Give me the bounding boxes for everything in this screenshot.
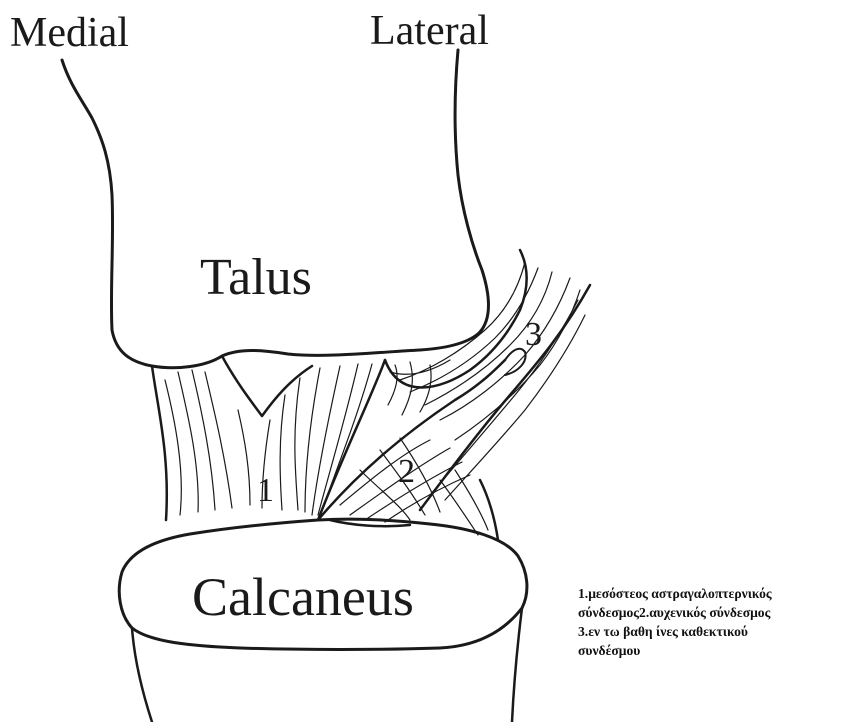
marker-1: 1 (257, 474, 274, 508)
legend: 1.μεσόστεος αστραγαλοπτερνικός σύνδεσμος… (578, 584, 862, 660)
marker-2: 2 (398, 455, 415, 489)
legend-line: 3.εν τω βαθη ίνες καθεκτικού (578, 622, 862, 641)
lateral-label: Lateral (370, 10, 489, 52)
calcaneus-lower-right (512, 608, 522, 722)
ligament-2-right-edge (480, 480, 498, 540)
calcaneus-label: Calcaneus (192, 570, 414, 624)
medial-label: Medial (10, 12, 129, 54)
legend-line: συνδέσμου (578, 641, 862, 660)
marker-3: 3 (525, 318, 542, 352)
ligament-junction (505, 349, 526, 375)
ligament-1-outline (152, 366, 167, 520)
talus-outline (62, 50, 489, 368)
talus-label: Talus (200, 252, 312, 304)
ligament-3-outline-a (385, 250, 527, 388)
calcaneus-lower-left (132, 628, 152, 722)
legend-line: σύνδεσμος2.αυχενικός σύνδεσμος (578, 603, 862, 622)
ligament-3-fibers (388, 262, 585, 500)
legend-line: 1.μεσόστεος αστραγαλοπτερνικός (578, 584, 862, 603)
